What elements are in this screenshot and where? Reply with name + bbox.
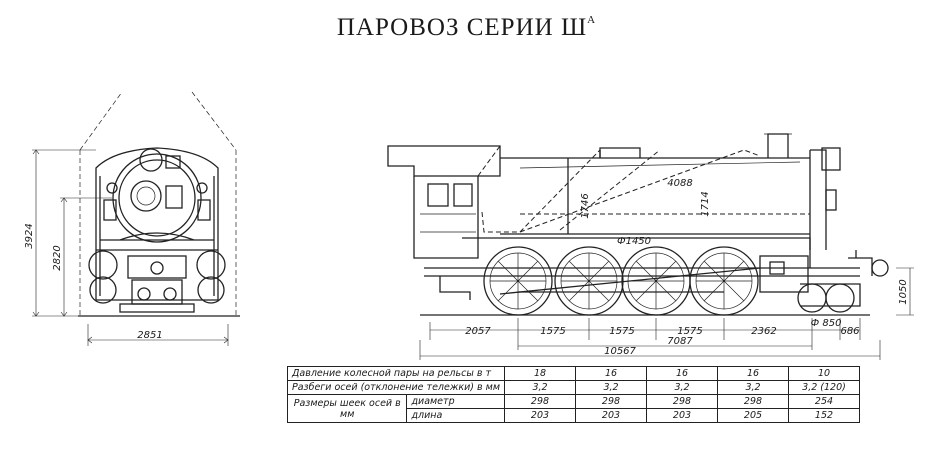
row-label-diameter: диаметр [406, 394, 505, 409]
table-cell: 3,2 [646, 380, 718, 395]
table-row-pressure: Давление колесной пары на рельсы в т 18 … [287, 366, 860, 381]
dim-driver-wheel: Ф1450 [617, 236, 651, 247]
table-cell: 205 [717, 408, 789, 423]
table-cell: 298 [575, 394, 647, 409]
table-row-length: длина 203 203 203 205 152 [288, 408, 860, 423]
table-cell: 203 [646, 408, 718, 423]
dim-axle-3: 1575 [677, 326, 702, 337]
table-cell: 298 [504, 394, 576, 409]
dim-boiler-axis: 2820 [52, 245, 63, 270]
table-cell: 3,2 [504, 380, 576, 395]
dim-bogie-wheel: Ф 850 [811, 318, 842, 329]
dim-front-overhang: 2057 [465, 326, 491, 337]
table-row-play: Разбеги осей (отклонение тележки) в мм 3… [287, 380, 860, 395]
dim-boiler-d2: 1714 [700, 191, 711, 216]
table-cell: 3,2 [575, 380, 647, 395]
dim-rear-spacing: 2362 [751, 326, 776, 337]
dim-coupled-base: 7087 [667, 336, 693, 347]
table-cell: 203 [575, 408, 647, 423]
dim-boiler-d1: 1746 [580, 193, 591, 218]
title-superscript: А [587, 14, 597, 26]
row-label-pressure: Давление колесной пары на рельсы в т [287, 366, 505, 381]
side-view [387, 133, 914, 360]
table-cell: 10 [788, 366, 860, 381]
dim-width: 2851 [137, 330, 162, 341]
table-row-diameter: Размеры шеек осей в мм диаметр 298 298 2… [286, 394, 860, 423]
front-view [32, 91, 240, 346]
table-cell: 152 [788, 408, 860, 423]
spec-table: Давление колесной пары на рельсы в т 18 … [286, 366, 860, 423]
table-cell: 18 [504, 366, 576, 381]
dim-total-height: 3924 [24, 223, 35, 248]
table-cell: 3,2 (120) [788, 380, 860, 395]
dim-total-length: 10567 [604, 346, 636, 357]
table-cell: 298 [717, 394, 789, 409]
table-cell: 3,2 [717, 380, 789, 395]
table-cell: 203 [504, 408, 576, 423]
table-cell: 16 [575, 366, 647, 381]
row-label-play: Разбеги осей (отклонение тележки) в мм [287, 380, 505, 395]
row-label-journal: Размеры шеек осей в мм [286, 394, 408, 423]
dim-buffer-height: 1050 [898, 279, 909, 304]
dim-rear-overhang: 686 [840, 326, 859, 337]
dim-axle-2: 1575 [609, 326, 634, 337]
drawing-title: ПАРОВОЗ СЕРИИ ША [0, 14, 933, 42]
dim-axle-1: 1575 [540, 326, 565, 337]
table-cell: 16 [717, 366, 789, 381]
title-main: ПАРОВОЗ СЕРИИ Ш [336, 14, 588, 41]
table-cell: 298 [646, 394, 718, 409]
table-cell: 254 [788, 394, 860, 409]
dim-boiler-length: 4088 [667, 178, 692, 189]
table-cell: 16 [646, 366, 718, 381]
row-label-length: длина [406, 408, 505, 423]
